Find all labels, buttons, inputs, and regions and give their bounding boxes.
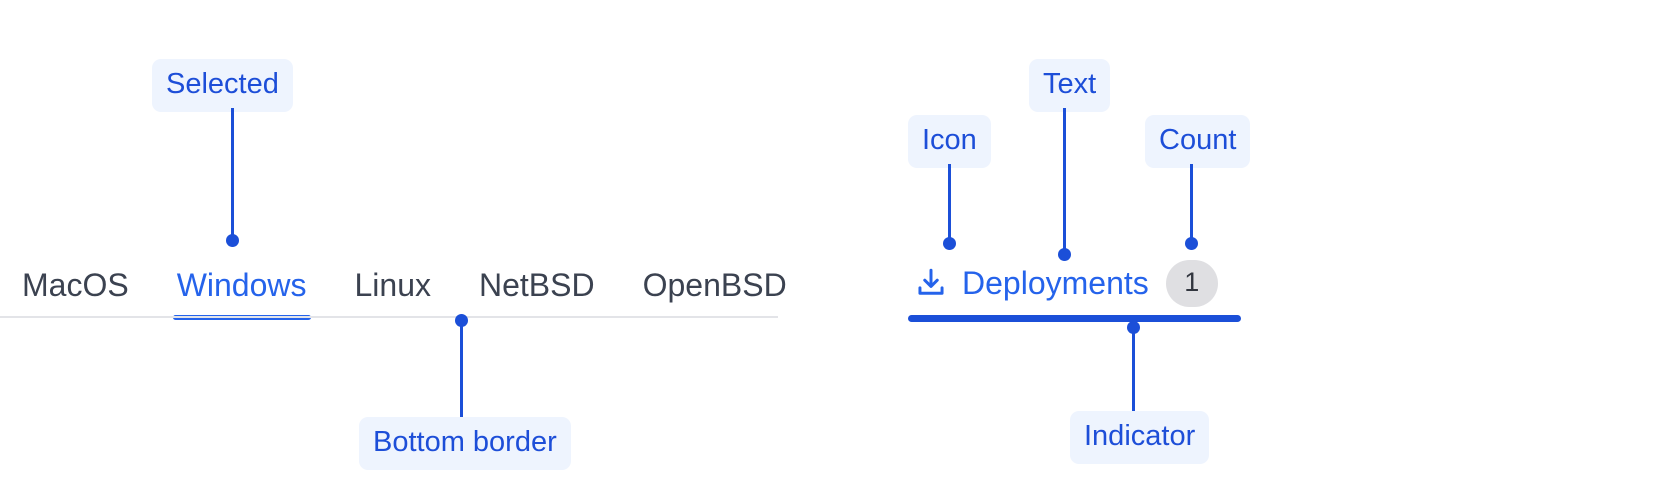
connector-text bbox=[1063, 108, 1066, 253]
annotation-selected: Selected bbox=[152, 59, 293, 112]
annotation-text-label: Text bbox=[1043, 68, 1097, 100]
annotation-indicator: Indicator bbox=[1070, 411, 1210, 464]
annotation-count-label: Count bbox=[1159, 124, 1237, 156]
tab-linux-label: Linux bbox=[354, 267, 432, 303]
deployments-tab-label: Deployments bbox=[962, 265, 1149, 301]
download-icon bbox=[918, 268, 944, 295]
connector-selected bbox=[231, 108, 234, 239]
tab-windows[interactable]: Windows bbox=[172, 267, 311, 320]
connector-dot-text bbox=[1058, 248, 1071, 261]
annotation-indicator-label: Indicator bbox=[1084, 420, 1196, 452]
tab-macos[interactable]: MacOS bbox=[22, 269, 129, 316]
annotation-bottom-border: Bottom border bbox=[359, 417, 571, 470]
tab-linux[interactable]: Linux bbox=[355, 269, 432, 316]
deployments-count-badge: 1 bbox=[1165, 259, 1218, 307]
annotation-icon-label: Icon bbox=[922, 124, 977, 156]
deployments-tab-row: Deployments 1 bbox=[908, 258, 1224, 308]
annotation-bottom-border-label: Bottom border bbox=[373, 426, 557, 458]
tab-bar-bottom-border bbox=[0, 316, 778, 318]
tab-netbsd[interactable]: NetBSD bbox=[479, 269, 595, 316]
connector-count bbox=[1190, 164, 1193, 242]
annotation-icon: Icon bbox=[908, 115, 991, 168]
connector-dot-selected bbox=[226, 234, 239, 247]
tab-openbsd-label: OpenBSD bbox=[642, 267, 787, 303]
tab-list: MacOS Windows Linux NetBSD OpenBSD bbox=[0, 262, 787, 320]
connector-dot-icon bbox=[943, 237, 956, 250]
tab-windows-label: Windows bbox=[176, 267, 307, 303]
annotation-selected-label: Selected bbox=[166, 68, 279, 100]
annotation-text: Text bbox=[1029, 59, 1111, 112]
connector-bottom-border bbox=[460, 320, 463, 418]
connector-indicator bbox=[1132, 327, 1135, 412]
tab-macos-label: MacOS bbox=[22, 267, 129, 303]
connector-dot-count bbox=[1185, 237, 1198, 250]
tab-openbsd[interactable]: OpenBSD bbox=[643, 269, 787, 316]
tab-bar: MacOS Windows Linux NetBSD OpenBSD bbox=[0, 262, 787, 320]
deployments-tab[interactable]: Deployments 1 bbox=[908, 258, 1241, 322]
connector-icon bbox=[948, 164, 951, 242]
tab-netbsd-label: NetBSD bbox=[479, 267, 595, 303]
annotation-count: Count bbox=[1145, 115, 1251, 168]
deployments-tab-indicator bbox=[908, 315, 1241, 322]
